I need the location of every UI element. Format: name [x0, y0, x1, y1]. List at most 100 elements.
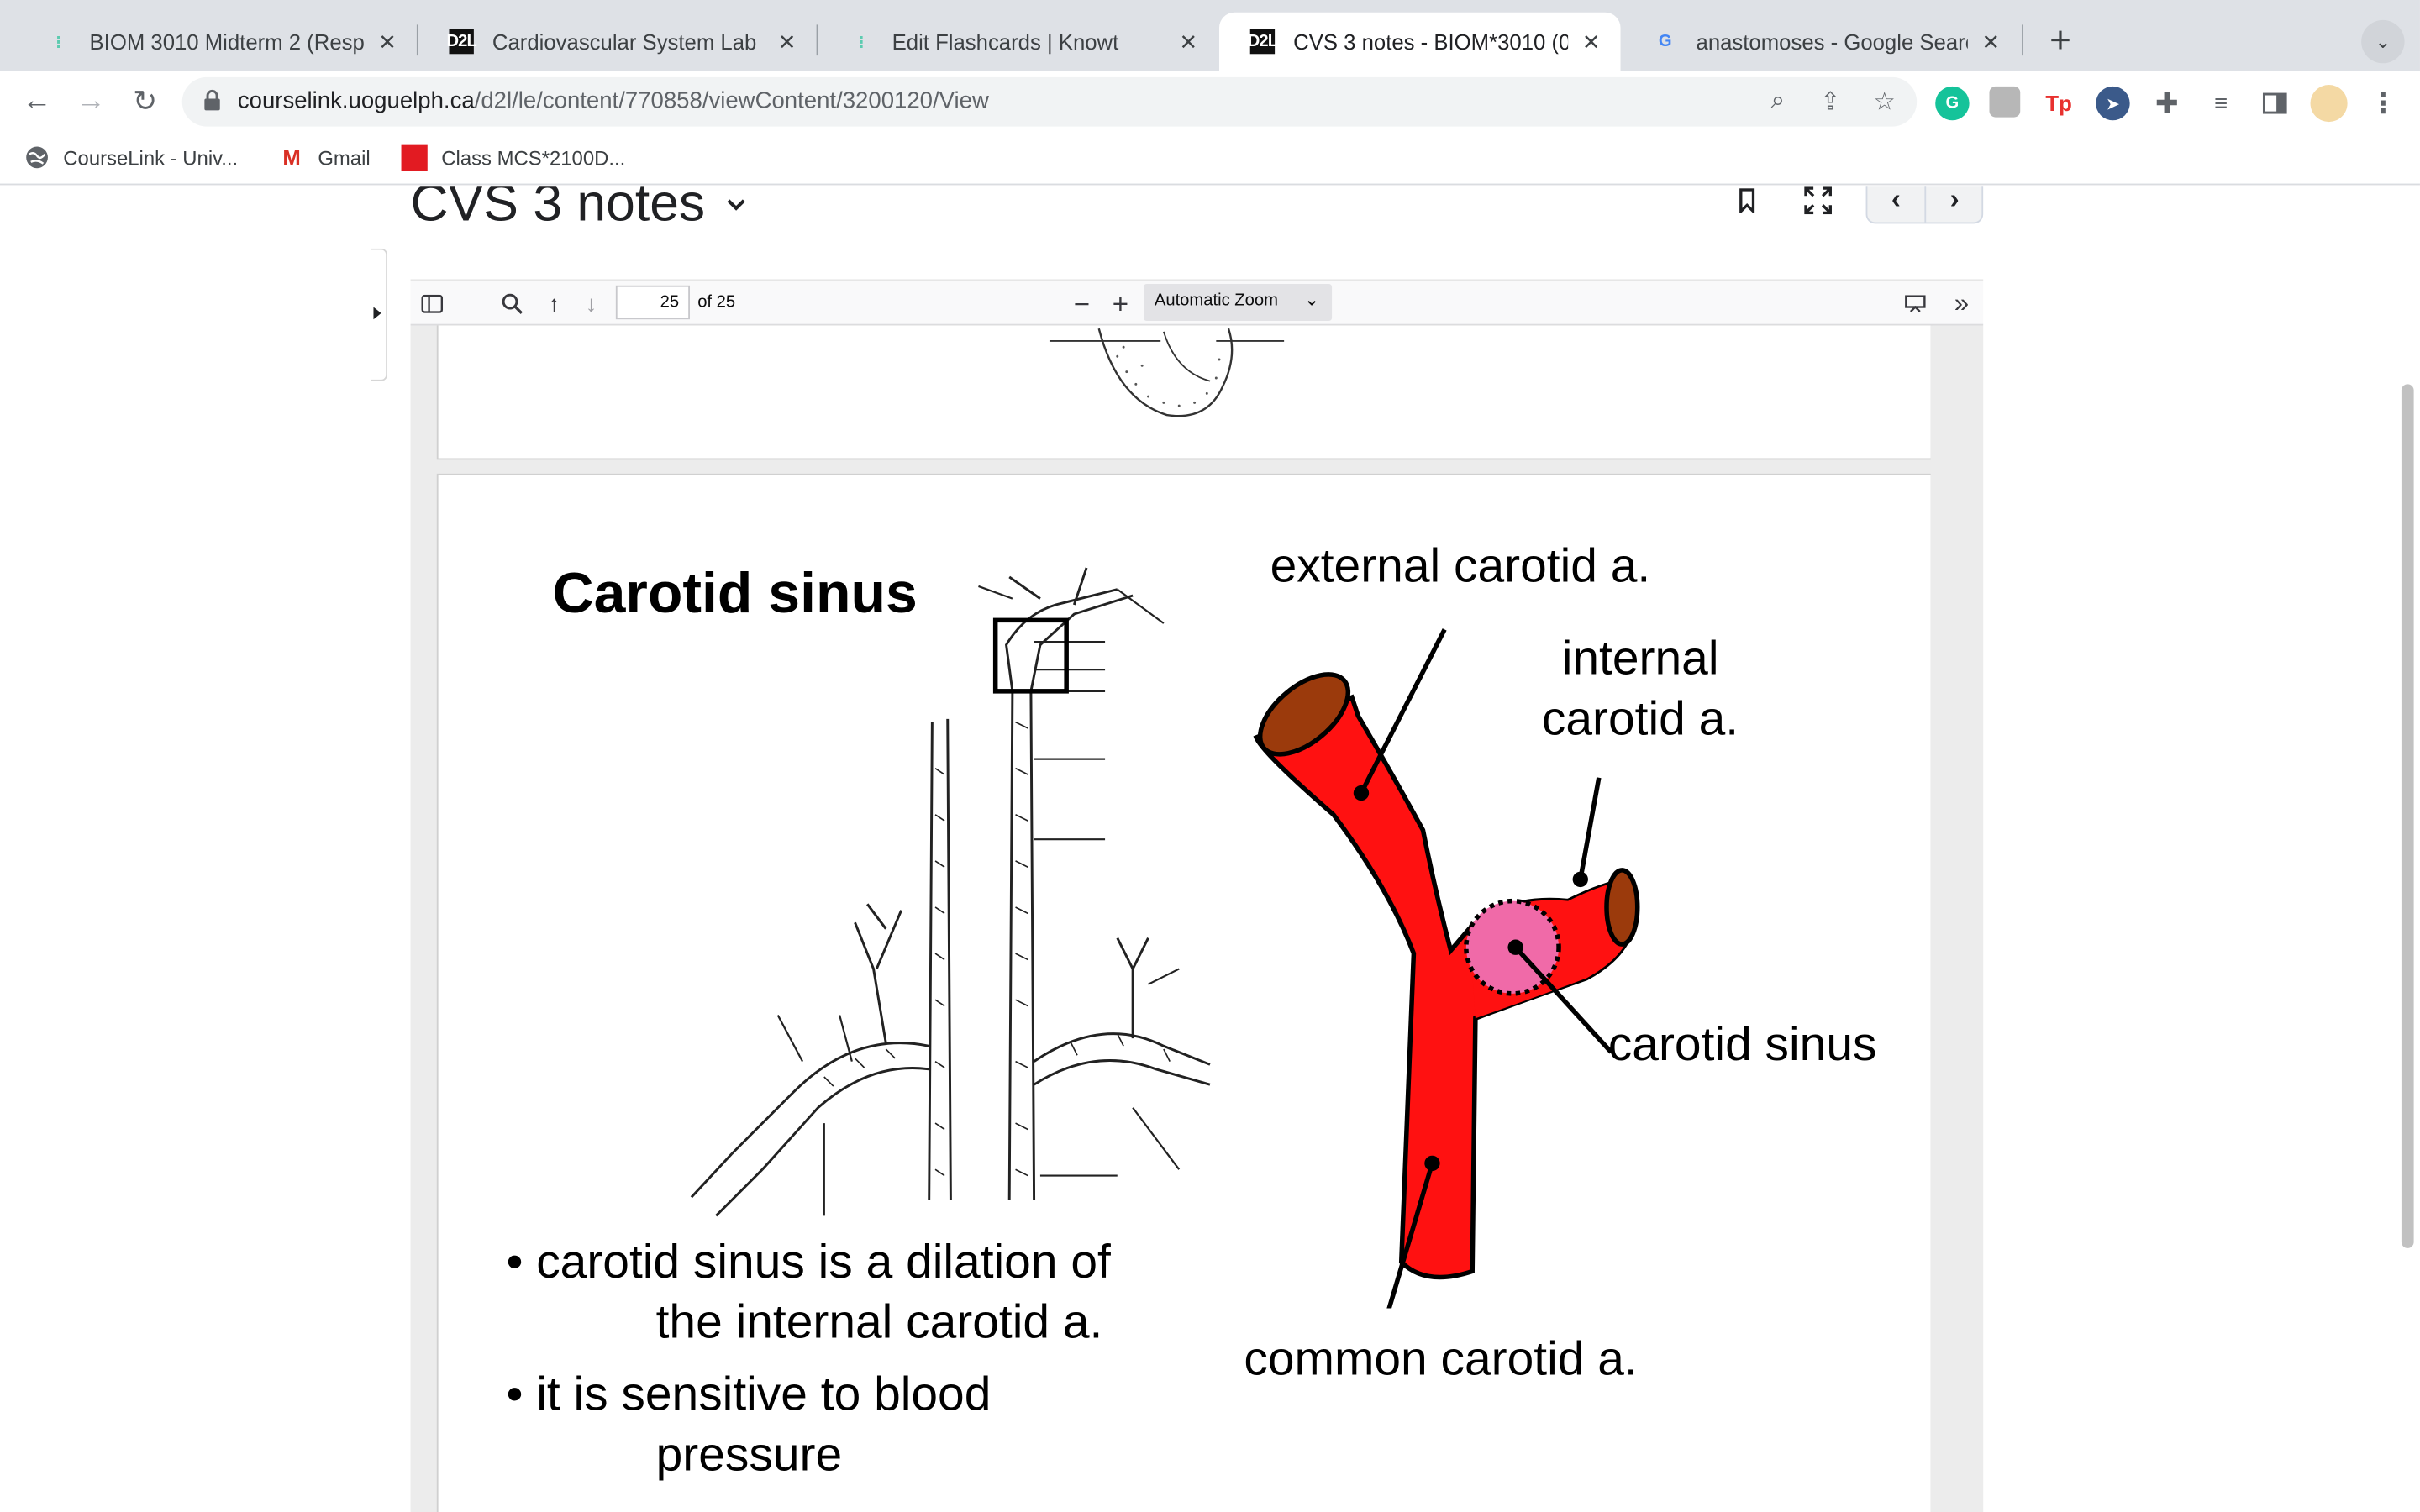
bookmarks-bar: CourseLink - Univ... M Gmail Class MCS*2… — [0, 132, 2420, 186]
tab-google-search[interactable]: G anastomoses - Google Search ✕ — [1622, 13, 2020, 71]
label-external-carotid: external carotid a. — [1270, 538, 1651, 593]
reload-icon: ↻ — [133, 85, 158, 118]
d2l-icon: D2L — [446, 29, 477, 55]
heart-sketch-fragment — [1049, 328, 1285, 417]
sidebar-toggle-icon[interactable] — [415, 287, 449, 321]
cursor-extension-icon[interactable]: ➤ — [2096, 86, 2130, 121]
bookmark-icon[interactable] — [1730, 186, 1764, 218]
caret-right-icon — [373, 307, 381, 320]
tab-cardiovascular-lab[interactable]: D2L Cardiovascular System Lab Ma ✕ — [418, 13, 817, 71]
tp-extension-icon[interactable]: Tp — [2045, 91, 2072, 116]
label-internal-carotid-line2: carotid a. — [1541, 690, 1739, 746]
close-icon[interactable]: ✕ — [1581, 28, 1601, 54]
tools-menu-icon[interactable]: » — [1954, 288, 1970, 318]
page-number-input[interactable]: 25 — [615, 285, 691, 320]
tab-title: Cardiovascular System Lab Ma — [492, 29, 765, 55]
tab-separator — [2022, 24, 2023, 56]
puzzle-icon[interactable]: ✚ — [2154, 87, 2179, 118]
chevron-down-icon[interactable] — [725, 193, 747, 221]
browser-toolbar: ← → ↻ courselink.uoguelph.ca/d2l/le/cont… — [0, 71, 2420, 133]
bullet-text-continued: pressure — [655, 1426, 843, 1482]
url-text[interactable]: courselink.uoguelph.ca/d2l/le/content/77… — [238, 88, 989, 114]
close-icon[interactable]: ✕ — [777, 28, 797, 54]
google-icon: G — [1658, 32, 1672, 51]
topic-pager: ‹ › — [1865, 186, 1984, 224]
document-title[interactable]: CVS 3 notes — [410, 186, 706, 234]
bullet-dilation: • carotid sinus is a dilation of the int… — [506, 1231, 1110, 1352]
bookmark-class-mcs[interactable]: Class MCS*2100D... — [401, 144, 626, 171]
side-panel-icon[interactable] — [2258, 87, 2291, 120]
pdf-scrollbar[interactable] — [1930, 325, 1984, 1512]
tab-search-button[interactable]: ⌄ — [2361, 19, 2405, 64]
presentation-mode-icon[interactable] — [1898, 287, 1932, 321]
next-page-icon[interactable]: ↓ — [585, 291, 597, 318]
tab-biom-midterm[interactable]: ⁝ BIOM 3010 Midterm 2 (Respira ✕ — [15, 13, 417, 71]
knowt-icon: ⁝ — [55, 33, 62, 52]
find-icon[interactable] — [496, 287, 529, 321]
pdf-viewer[interactable]: Carotid sinus — [410, 325, 1984, 1512]
zoom-value: Automatic Zoom — [1154, 291, 1278, 311]
bookmark-label: Class MCS*2100D... — [441, 146, 626, 171]
common-carotid-artery — [1253, 694, 1633, 1280]
arrow-left-icon: ← — [22, 85, 52, 118]
slide-title: Carotid sinus — [552, 561, 918, 625]
close-icon[interactable]: ✕ — [1179, 28, 1198, 54]
tab-cvs3-notes[interactable]: D2L CVS 3 notes - BIOM*3010 (01) ✕ — [1218, 12, 1621, 71]
chevron-left-icon: ‹ — [1891, 186, 1901, 214]
new-tab-button[interactable]: + — [2040, 20, 2081, 62]
bookmark-gmail[interactable]: M Gmail — [279, 145, 370, 170]
menu-dots-icon[interactable]: ⋮ — [2369, 87, 2397, 118]
zoom-select[interactable]: Automatic Zoom ⌄ — [1143, 283, 1333, 322]
page-content: CVS 3 notes ‹ › ↑ ↓ 25 of 25 − + — [0, 186, 2420, 1512]
zoom-in-icon[interactable]: + — [1112, 287, 1129, 319]
fullscreen-icon[interactable] — [1801, 186, 1834, 218]
close-icon[interactable]: ✕ — [1981, 28, 2001, 54]
mcgraw-hill-icon — [401, 144, 428, 171]
label-internal-carotid-line1: internal — [1561, 631, 1719, 685]
pdf-toolbar: ↑ ↓ 25 of 25 − + Automatic Zoom ⌄ » — [410, 279, 1984, 326]
scrollbar-thumb[interactable] — [2401, 384, 2414, 1248]
media-icon[interactable]: ≡ — [2213, 90, 2228, 117]
share-icon[interactable]: ⇪ — [1820, 89, 1841, 116]
sidebar-toggle[interactable] — [370, 248, 388, 381]
window-scrollbar[interactable] — [2396, 186, 2420, 1512]
bookmark-courselink[interactable]: CourseLink - Univ... — [24, 145, 238, 170]
tab-separator — [816, 24, 818, 56]
grammarly-icon[interactable]: G — [1935, 86, 1970, 121]
address-bar[interactable]: courselink.uoguelph.ca/d2l/le/content/77… — [182, 76, 1918, 127]
zoom-out-icon[interactable]: − — [1073, 287, 1091, 319]
bookmark-label: Gmail — [318, 145, 371, 170]
bullet-text: • carotid sinus is a dilation of — [506, 1234, 1111, 1289]
page-count: of 25 — [697, 292, 736, 312]
url-path: /d2l/le/content/770858/viewContent/32001… — [474, 87, 989, 114]
d2l-icon: D2L — [1248, 29, 1278, 55]
previous-page-icon[interactable]: ↑ — [548, 291, 560, 318]
bookmark-star-icon[interactable]: ☆ — [1873, 89, 1896, 116]
bookmark-label: CourseLink - Univ... — [63, 145, 239, 170]
zoom-icon[interactable]: ⌕ — [1770, 87, 1786, 114]
previous-topic-button[interactable]: ‹ — [1867, 186, 1927, 223]
back-button[interactable]: ← — [18, 83, 55, 120]
pointer-lines — [1359, 628, 1613, 1309]
avatar[interactable] — [2310, 85, 2348, 123]
pdf-page-25: Carotid sinus — [438, 475, 1931, 1512]
forward-button[interactable]: → — [72, 83, 109, 120]
arrow-right-icon: → — [76, 85, 106, 118]
tab-title: CVS 3 notes - BIOM*3010 (01) — [1293, 29, 1569, 55]
label-carotid-sinus: carotid sinus — [1607, 1016, 1877, 1071]
tab-strip: ⁝ BIOM 3010 Midterm 2 (Respira ✕ D2L Car… — [0, 0, 2420, 71]
reload-button[interactable]: ↻ — [127, 83, 164, 120]
tab-edit-flashcards[interactable]: ⁝ Edit Flashcards | Knowt ✕ — [818, 13, 1218, 71]
extension-gray-icon[interactable] — [1989, 86, 2021, 118]
chevron-down-icon: ⌄ — [1303, 288, 1320, 311]
carotid-anatomy-sketch — [690, 567, 1211, 1217]
chevron-right-icon: › — [1949, 186, 1960, 214]
tab-title: BIOM 3010 Midterm 2 (Respira — [89, 29, 365, 55]
external-carotid-lumen — [1257, 672, 1351, 757]
internal-carotid-lumen — [1604, 868, 1640, 947]
close-icon[interactable]: ✕ — [378, 28, 397, 54]
pointer-dots — [1353, 785, 1588, 1172]
next-topic-button[interactable]: › — [1926, 186, 1983, 222]
knowt-icon: ⁝ — [858, 33, 865, 52]
bullet-pressure: • it is sensitive to blood pressure — [506, 1364, 991, 1484]
